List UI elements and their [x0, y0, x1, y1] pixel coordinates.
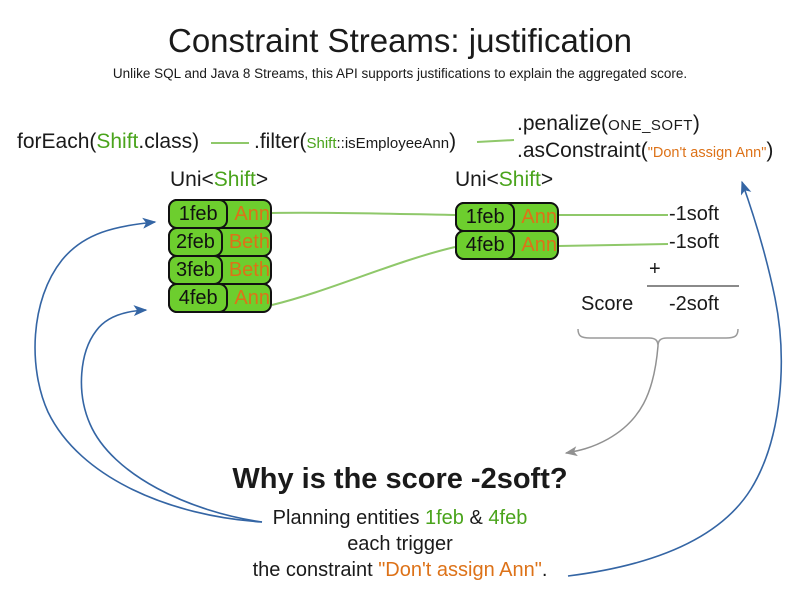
table-row: 1feb Ann [168, 199, 272, 229]
explanation-entity-4feb: 4feb [488, 507, 528, 529]
employee-cell: Ann [521, 205, 557, 228]
right-entity-table: 1feb Ann 4feb Ann [455, 202, 559, 260]
code-as-constraint: .asConstraint("Don't assign Ann") [517, 139, 773, 163]
explanation-line3-post: . [541, 559, 548, 581]
explanation-constraint-name: "Don't assign Ann" [378, 559, 542, 581]
uni-right-class: Shift [498, 168, 541, 191]
code-penalize-pre: .penalize( [517, 112, 609, 135]
code-foreach-class: Shift [96, 130, 139, 153]
explanation-line3-pre: the constraint [252, 559, 379, 581]
explanation-entity-1feb: 1feb [425, 507, 464, 529]
page-title: Constraint Streams: justification [167, 22, 632, 59]
explanation-line-2: each trigger [347, 533, 453, 555]
date-cell: 4feb [455, 230, 516, 260]
score-brace [577, 328, 739, 347]
flow-line-filter-penalize [476, 139, 515, 143]
page-subtitle: Unlike SQL and Java 8 Streams, this API … [112, 66, 688, 81]
left-entity-table: 1feb Ann 2feb Beth 3feb Beth 4feb Ann [168, 199, 272, 313]
code-foreach: forEach(Shift.class) [17, 130, 199, 154]
table-row: 4feb Ann [455, 230, 559, 260]
code-penalize-arg: ONE_SOFT [608, 117, 693, 134]
explanation-amp: & [463, 507, 489, 529]
code-penalize-post: ) [692, 112, 700, 135]
code-filter-pre: .filter( [254, 130, 307, 153]
code-foreach-post: .class) [138, 130, 200, 153]
employee-cell: Ann [234, 202, 270, 225]
date-cell: 1feb [455, 202, 516, 232]
explanation-line1-pre: Planning entities [272, 507, 425, 529]
score-total: -2soft [669, 293, 720, 315]
date-cell: 1feb [168, 199, 229, 229]
table-row: 2feb Beth [168, 227, 272, 257]
employee-cell: Beth [228, 230, 270, 253]
penalty-line-4feb [557, 243, 669, 247]
match-line-1feb [271, 211, 456, 216]
table-row: 1feb Ann [455, 202, 559, 232]
explanation-line-3: the constraint "Don't assign Ann". [0, 557, 800, 583]
date-cell: 2feb [168, 227, 223, 257]
uni-label-left: Uni<Shift> [170, 168, 268, 192]
code-as-constraint-arg: "Don't assign Ann" [647, 145, 767, 161]
code-foreach-pre: forEach( [17, 130, 97, 153]
date-cell: 4feb [168, 283, 229, 313]
employee-cell: Beth [228, 258, 270, 281]
uni-left-pre: Uni< [170, 168, 214, 191]
code-filter-arg-class: Shift [306, 135, 337, 152]
table-row: 3feb Beth [168, 255, 272, 285]
uni-right-pre: Uni< [455, 168, 499, 191]
uni-right-post: > [540, 168, 554, 191]
uni-left-post: > [255, 168, 269, 191]
employee-cell: Ann [234, 286, 270, 309]
score-label: Score [581, 293, 634, 315]
match-line-4feb [271, 246, 456, 306]
penalty-value-1: -1soft [669, 203, 720, 225]
penalty-value-2: -1soft [669, 231, 720, 253]
uni-left-class: Shift [213, 168, 256, 191]
employee-cell: Ann [521, 233, 557, 256]
code-as-constraint-pre: .asConstraint( [517, 139, 648, 162]
table-row: 4feb Ann [168, 283, 272, 313]
uni-label-right: Uni<Shift> [455, 168, 553, 192]
explanation-block: Why is the score -2soft? Planning entiti… [0, 463, 800, 583]
plus-sign: + [649, 258, 661, 280]
code-filter-arg-rest: ::isEmployeeAnn [336, 135, 450, 152]
date-cell: 3feb [168, 255, 223, 285]
score-explanation-arrow [564, 345, 659, 457]
code-penalize: .penalize(ONE_SOFT) [517, 112, 700, 136]
explanation-heading: Why is the score -2soft? [232, 463, 568, 495]
code-as-constraint-post: ) [766, 139, 774, 162]
code-filter-post: ) [449, 130, 457, 153]
code-filter: .filter(Shift::isEmployeeAnn) [254, 130, 456, 154]
explanation-line-1: Planning entities 1feb & 4feb [0, 505, 800, 531]
